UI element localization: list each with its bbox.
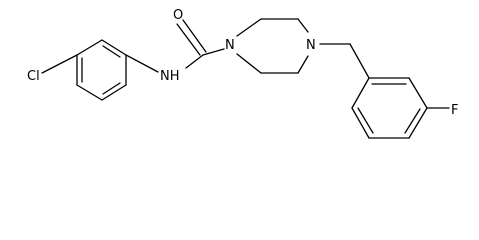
bond [76, 39, 103, 56]
double-bond-inner [102, 45, 121, 58]
bond-c-nh [125, 54, 159, 73]
bond-nh-carbonyl [185, 54, 204, 69]
bond [351, 107, 370, 139]
chlorine-label: Cl [27, 69, 40, 84]
bond [76, 84, 103, 101]
bond [101, 84, 127, 101]
chlorophenyl-ring [76, 39, 127, 101]
oxygen-label: O [173, 8, 183, 23]
bond [351, 77, 370, 109]
bond-c-cl [41, 54, 78, 74]
bond [408, 107, 428, 139]
bond [297, 18, 309, 33]
bond [297, 55, 309, 74]
carbonyl-double-bond [182, 19, 207, 53]
bond-ch2-aryl [349, 43, 370, 79]
amide-nh-label: NH [160, 69, 180, 84]
piperazine-n1-label: N [225, 38, 235, 53]
double-bond-inner [404, 108, 421, 134]
molecule-drawing: Cl NH O N N F [27, 8, 458, 139]
double-bond-inner [102, 82, 121, 95]
bond-carbonyl-n1 [202, 48, 225, 56]
double-bond-inner [357, 107, 374, 134]
bond [236, 53, 262, 74]
piperazine-ring [236, 18, 309, 74]
fluorophenyl-ring [351, 77, 428, 139]
bond [101, 39, 127, 56]
bond [236, 18, 262, 37]
bond [408, 77, 428, 109]
fluorine-label: F [451, 103, 458, 118]
piperazine-n4-label: N [306, 38, 316, 53]
structure-diagram: Cl NH O N N F [27, 8, 458, 139]
carbonyl-double-bond [176, 23, 201, 56]
